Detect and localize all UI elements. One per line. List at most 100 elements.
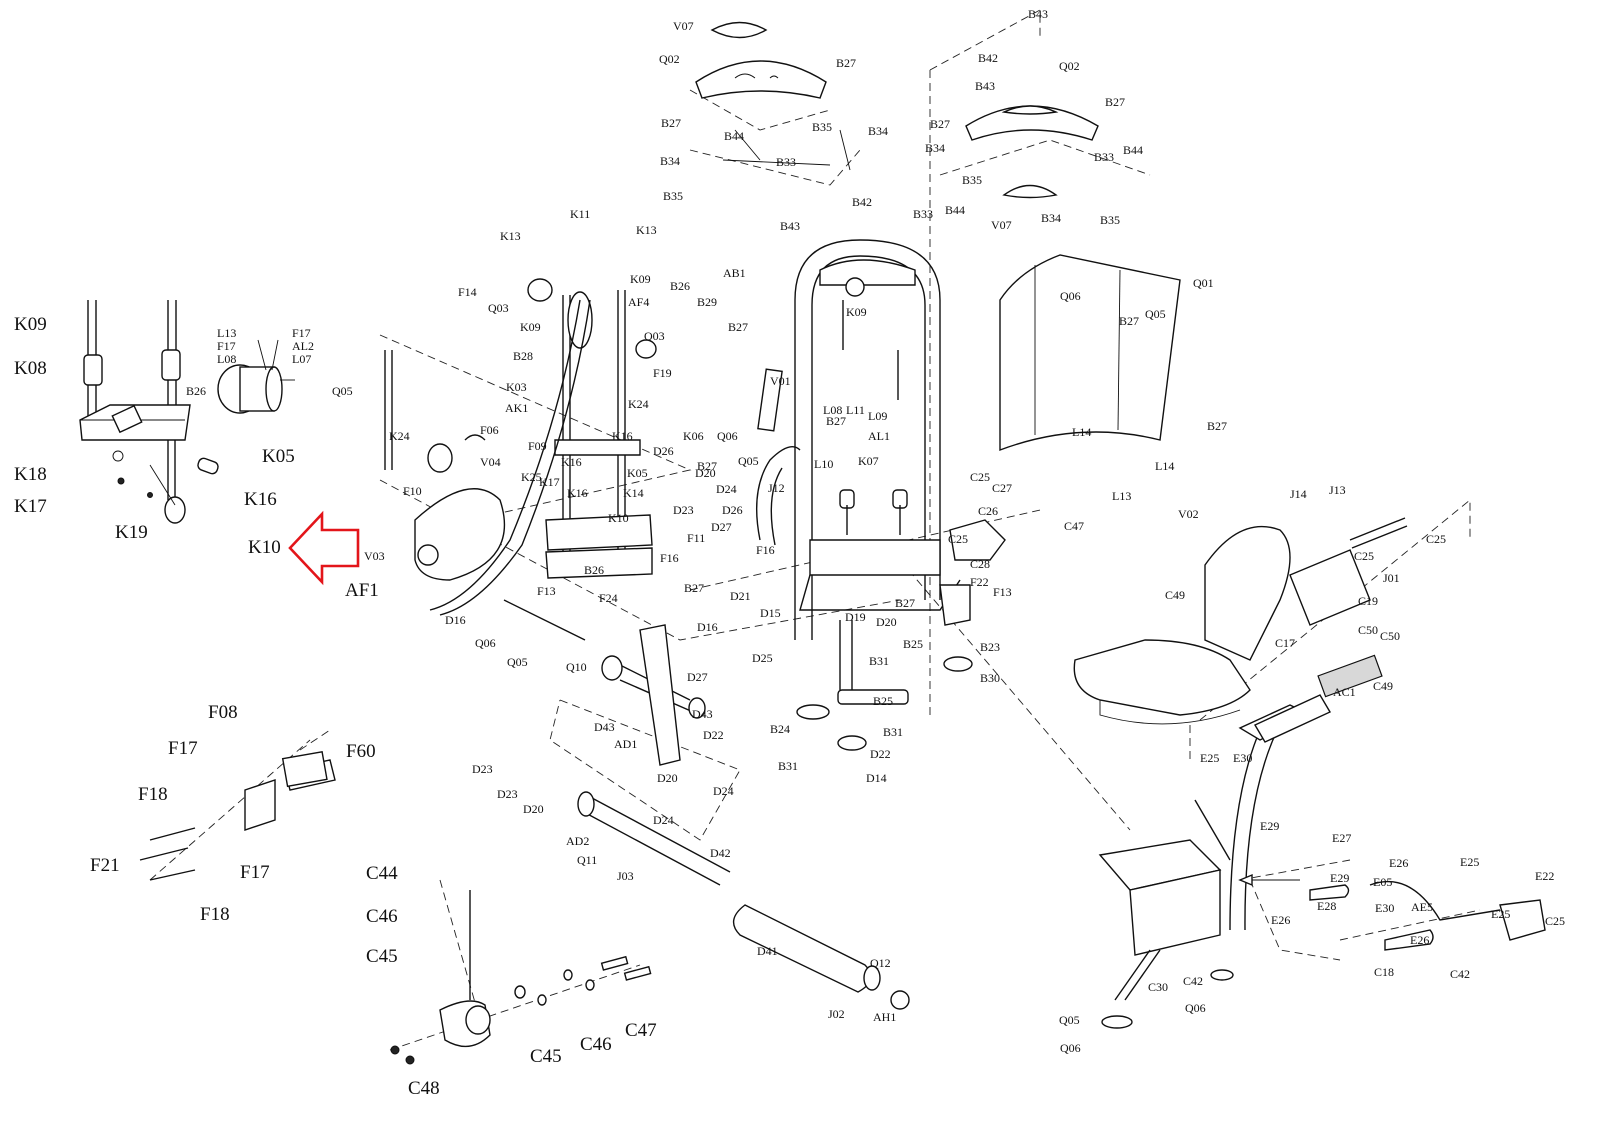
part-label-d24: D24 bbox=[653, 813, 674, 827]
part-label-l14: L14 bbox=[1155, 459, 1174, 473]
part-label-d16: D16 bbox=[445, 613, 466, 627]
part-label-j02: J02 bbox=[828, 1007, 845, 1021]
part-label-af1: AF1 bbox=[345, 580, 379, 601]
part-label-f17: F17 bbox=[292, 326, 311, 340]
part-label-c46: C46 bbox=[580, 1034, 612, 1055]
part-label-ac1: AC1 bbox=[1333, 685, 1356, 699]
part-label-d43: D43 bbox=[594, 720, 615, 734]
part-label-b33: B33 bbox=[776, 155, 796, 169]
part-label-b27: B27 bbox=[1119, 314, 1139, 328]
part-label-d20: D20 bbox=[876, 615, 897, 629]
part-label-c17: C17 bbox=[1275, 636, 1295, 650]
part-label-c45: C45 bbox=[530, 1046, 562, 1067]
part-label-e26: E26 bbox=[1271, 913, 1290, 927]
part-label-d20: D20 bbox=[523, 802, 544, 816]
part-label-k13: K13 bbox=[500, 229, 521, 243]
part-label-d25: D25 bbox=[752, 651, 773, 665]
part-label-c45: C45 bbox=[366, 946, 398, 967]
part-label-b26: B26 bbox=[670, 279, 690, 293]
part-label-b44: B44 bbox=[1123, 143, 1143, 157]
part-label-d21: D21 bbox=[730, 589, 751, 603]
part-label-q02: Q02 bbox=[659, 52, 680, 66]
part-label-q06: Q06 bbox=[717, 429, 738, 443]
part-label-c50: C50 bbox=[1380, 629, 1400, 643]
part-label-d26: D26 bbox=[653, 444, 674, 458]
part-label-b28: B28 bbox=[513, 349, 533, 363]
part-label-c25: C25 bbox=[1426, 532, 1446, 546]
part-label-d22: D22 bbox=[703, 728, 724, 742]
part-label-k11: K11 bbox=[570, 207, 590, 221]
part-label-c42: C42 bbox=[1183, 974, 1203, 988]
part-label-d22: D22 bbox=[870, 747, 891, 761]
top-shroud-covers bbox=[695, 21, 1099, 199]
part-label-ab1: AB1 bbox=[723, 266, 746, 280]
part-label-d42: D42 bbox=[710, 846, 731, 860]
part-label-d27: D27 bbox=[687, 670, 708, 684]
lever-arm-ad bbox=[503, 599, 910, 1010]
part-label-q11: Q11 bbox=[577, 853, 597, 867]
part-label-d26: D26 bbox=[722, 503, 743, 517]
part-label-b27: B27 bbox=[684, 581, 704, 595]
part-label-f13: F13 bbox=[537, 584, 556, 598]
part-label-c47: C47 bbox=[1064, 519, 1084, 533]
part-label-f22: F22 bbox=[970, 575, 989, 589]
part-label-al2: AL2 bbox=[292, 339, 314, 353]
part-label-ah1: AH1 bbox=[873, 1010, 896, 1024]
part-label-e22: E22 bbox=[1535, 869, 1554, 883]
left-inset-carriage bbox=[79, 300, 295, 524]
part-label-b26: B26 bbox=[584, 563, 604, 577]
part-label-j03: J03 bbox=[617, 869, 634, 883]
part-label-b42: B42 bbox=[852, 195, 872, 209]
part-label-ad2: AD2 bbox=[566, 834, 589, 848]
part-label-q05: Q05 bbox=[738, 454, 759, 468]
highlight-arrow-icon bbox=[288, 510, 360, 586]
part-label-k09: K09 bbox=[846, 305, 867, 319]
part-label-e28: E28 bbox=[1317, 899, 1336, 913]
part-label-d23: D23 bbox=[673, 503, 694, 517]
part-label-b35: B35 bbox=[812, 120, 832, 134]
part-label-b24: B24 bbox=[770, 722, 790, 736]
part-label-b23: B23 bbox=[980, 640, 1000, 654]
part-label-k08: K08 bbox=[14, 358, 47, 379]
part-label-k25: K25 bbox=[521, 470, 542, 484]
part-label-d27: D27 bbox=[711, 520, 732, 534]
part-label-b35: B35 bbox=[1100, 213, 1120, 227]
part-label-b31: B31 bbox=[883, 725, 903, 739]
part-label-q03: Q03 bbox=[644, 329, 665, 343]
part-label-j13: J13 bbox=[1329, 483, 1346, 497]
part-label-c44: C44 bbox=[366, 863, 398, 884]
seat-and-frame bbox=[1073, 517, 1408, 1029]
part-label-f06: F06 bbox=[480, 423, 499, 437]
part-label-v07: V07 bbox=[673, 19, 694, 33]
part-label-f18: F18 bbox=[200, 904, 230, 925]
assembly-guide-lines bbox=[149, 9, 1481, 1051]
part-label-l13: L13 bbox=[1112, 489, 1131, 503]
clamp-inset-c44 bbox=[390, 890, 652, 1065]
part-label-k10: K10 bbox=[608, 511, 629, 525]
part-label-d41: D41 bbox=[757, 944, 778, 958]
part-label-q10: Q10 bbox=[566, 660, 587, 674]
part-label-b35: B35 bbox=[663, 189, 683, 203]
part-label-v03: V03 bbox=[364, 549, 385, 563]
part-label-l08: L08 bbox=[217, 352, 236, 366]
part-label-l10: L10 bbox=[814, 457, 833, 471]
part-label-b44: B44 bbox=[945, 203, 965, 217]
part-label-d24: D24 bbox=[716, 482, 737, 496]
part-label-b25: B25 bbox=[873, 694, 893, 708]
weight-carriage bbox=[384, 278, 801, 616]
part-label-v02: V02 bbox=[1178, 507, 1199, 521]
part-label-k13: K13 bbox=[636, 223, 657, 237]
part-label-d16: D16 bbox=[697, 620, 718, 634]
part-label-d20: D20 bbox=[657, 771, 678, 785]
part-label-b34: B34 bbox=[660, 154, 680, 168]
side-shroud-q01 bbox=[999, 254, 1181, 452]
adjuster-ae5 bbox=[1238, 873, 1546, 951]
part-label-b27: B27 bbox=[661, 116, 681, 130]
part-label-c47: C47 bbox=[625, 1020, 657, 1041]
part-label-k17: K17 bbox=[539, 475, 560, 489]
part-label-f24: F24 bbox=[599, 591, 618, 605]
part-label-k09: K09 bbox=[14, 314, 47, 335]
part-label-b44: B44 bbox=[724, 129, 744, 143]
part-label-b34: B34 bbox=[868, 124, 888, 138]
part-label-b43: B43 bbox=[975, 79, 995, 93]
